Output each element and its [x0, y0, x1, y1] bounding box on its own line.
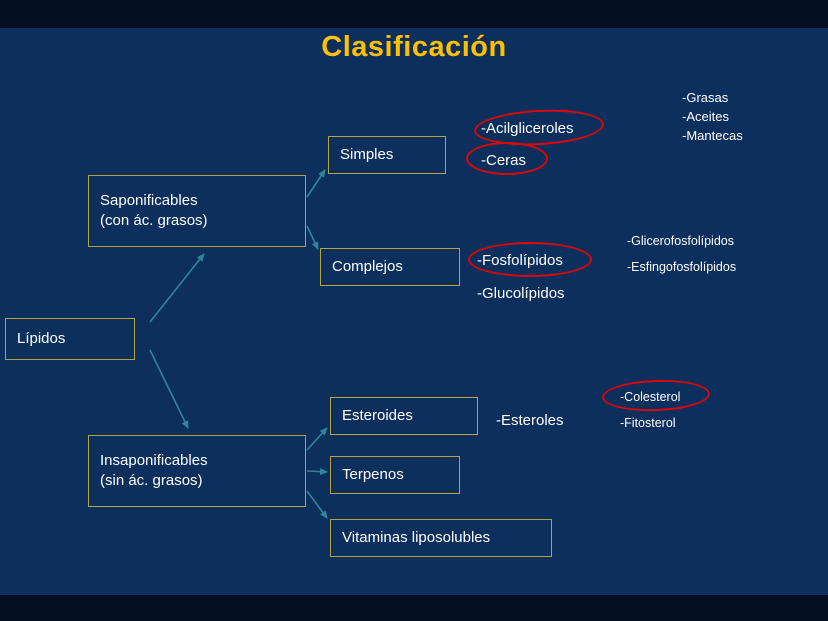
- node-terpenos: Terpenos: [330, 456, 460, 494]
- node-insaponificables-label-line1: Insaponificables: [100, 451, 208, 469]
- highlight-ellipse-fosfolipidos: [468, 242, 592, 277]
- node-lipidos-label: Lípidos: [17, 329, 66, 347]
- note-grasas: -Grasas: [682, 90, 729, 105]
- node-esteroides-label: Esteroides: [342, 406, 413, 424]
- node-complejos-label: Complejos: [332, 257, 403, 275]
- node-vitaminas-liposolubles-label: Vitaminas liposolubles: [342, 528, 491, 546]
- node-terpenos-label: Terpenos: [342, 465, 404, 483]
- node-esteroides: Esteroides: [330, 397, 478, 435]
- highlight-ellipse-ceras: [466, 142, 548, 175]
- note-glucolipidos: -Glucolípidos: [477, 285, 565, 302]
- node-complejos: Complejos: [320, 248, 460, 286]
- node-insaponificables: Insaponificables (sin ác. grasos): [88, 435, 306, 507]
- arrow-saponificables-simples: [306, 169, 326, 198]
- node-saponificables-label-line1: Saponificables: [100, 191, 198, 209]
- arrow-insaponificables-terpenos: [306, 468, 328, 476]
- note-aceites: -Aceites: [682, 109, 729, 124]
- note-esfingofosfolipidos: -Esfingofosfolípidos: [627, 260, 737, 274]
- node-saponificables-label-line2: (con ác. grasos): [100, 212, 208, 229]
- node-simples: Simples: [328, 136, 446, 174]
- note-colesterol: -Colesterol: [620, 390, 681, 404]
- arrow-insaponificables-esteroides: [306, 427, 328, 451]
- note-glicerofosfolipidos: -Glicerofosfolípidos: [627, 234, 734, 248]
- note-esteroles: -Esteroles: [496, 412, 564, 429]
- arrow-lipidos-insaponificables: [149, 349, 189, 429]
- node-simples-label: Simples: [340, 145, 394, 163]
- node-vitaminas-liposolubles: Vitaminas liposolubles: [330, 519, 552, 557]
- bottom-band: [0, 595, 828, 621]
- node-lipidos: Lípidos: [5, 318, 135, 360]
- arrow-lipidos-saponificables: [149, 253, 205, 323]
- node-saponificables: Saponificables (con ác. grasos): [88, 175, 306, 247]
- acilgliceroles-examples-list: -Grasas -Aceites -Mantecas: [682, 88, 743, 145]
- top-band: [0, 0, 828, 28]
- arrow-insaponificables-vitaminas: [306, 490, 328, 519]
- note-acilgliceroles: -Acilgliceroles: [481, 120, 574, 137]
- arrow-saponificables-complejos: [306, 225, 319, 250]
- highlight-ellipse-colesterol: [601, 378, 711, 413]
- slide-title: Clasificación: [321, 31, 507, 63]
- note-mantecas: -Mantecas: [682, 128, 743, 143]
- note-fitosterol: -Fitosterol: [620, 416, 676, 430]
- node-insaponificables-label-line2: (sin ác. grasos): [100, 472, 203, 489]
